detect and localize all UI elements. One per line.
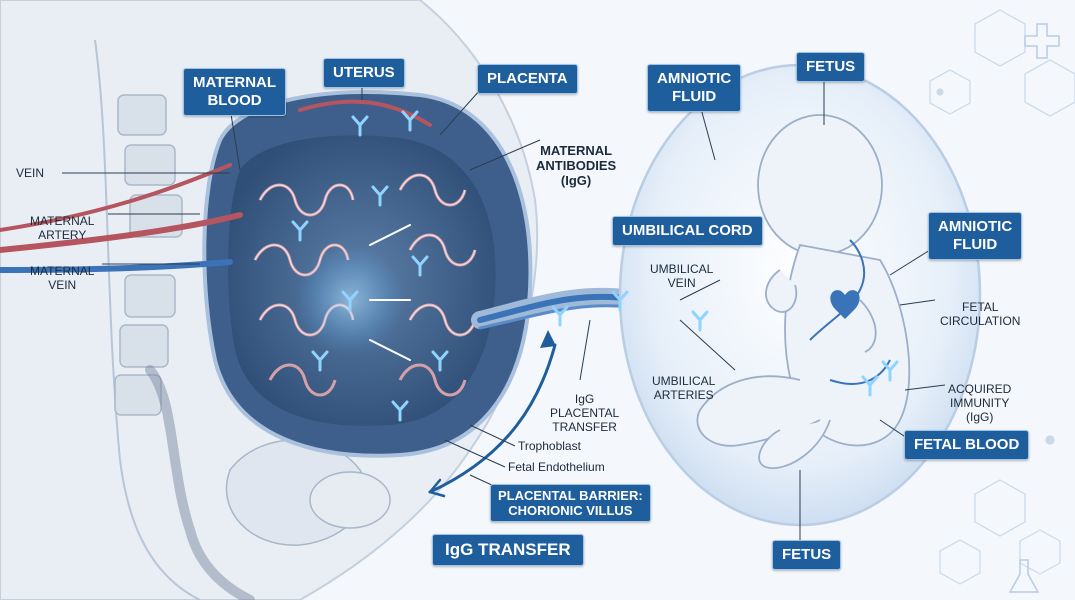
label-maternal-vein: MATERNAL VEIN: [30, 264, 95, 292]
maternal-vessels: [0, 99, 432, 273]
leader-lines: [62, 76, 946, 540]
label-amniotic-fluid-top: AMNIOTIC FLUID: [647, 64, 742, 112]
label-fetal-circulation: FETAL CIRCULATION: [940, 300, 1021, 328]
label-fetal-blood: FETAL BLOOD: [904, 430, 1030, 460]
label-uterus: UTERUS: [323, 58, 405, 88]
label-trophoblast: Trophoblast: [518, 439, 581, 453]
hexagon-network-decoration: [929, 9, 1075, 585]
label-igg-placental-transfer: IgG PLACENTAL TRANSFER: [550, 392, 620, 434]
label-fetus-top: FETUS: [796, 52, 866, 82]
label-umbilical-cord: UMBILICAL CORD: [612, 216, 763, 246]
label-maternal-antibodies: MATERNAL ANTIBODIES (IgG): [536, 143, 617, 188]
label-umbilical-arteries: UMBILICAL ARTERIES: [652, 374, 716, 402]
fetus-figure: [696, 114, 911, 469]
label-maternal-blood: MATERNAL BLOOD: [183, 68, 287, 116]
label-amniotic-fluid-right: AMNIOTIC FLUID: [928, 212, 1023, 260]
spine: [114, 94, 183, 416]
label-placental-barrier: PLACENTAL BARRIER: CHORIONIC VILLUS: [490, 484, 651, 522]
pelvic-organs: [145, 365, 391, 600]
placenta-tissue: [228, 135, 496, 426]
transfer-arrow-icon: [369, 224, 557, 498]
label-fetal-endothelium: Fetal Endothelium: [508, 460, 605, 474]
label-fetus-bottom: FETUS: [772, 540, 842, 570]
label-acquired-immunity: ACQUIRED IMMUNITY (IgG): [948, 382, 1012, 424]
label-placenta: PLACENTA: [477, 64, 578, 94]
medical-cross-icon: [1024, 23, 1060, 59]
label-maternal-artery: MATERNAL ARTERY: [30, 214, 95, 242]
label-umbilical-vein: UMBILICAL VEIN: [650, 262, 714, 290]
label-vein: VEIN: [16, 166, 45, 180]
flask-icon: [1008, 559, 1040, 593]
fetal-heart: [830, 290, 860, 319]
label-igg-transfer: IgG TRANSFER: [432, 534, 584, 566]
